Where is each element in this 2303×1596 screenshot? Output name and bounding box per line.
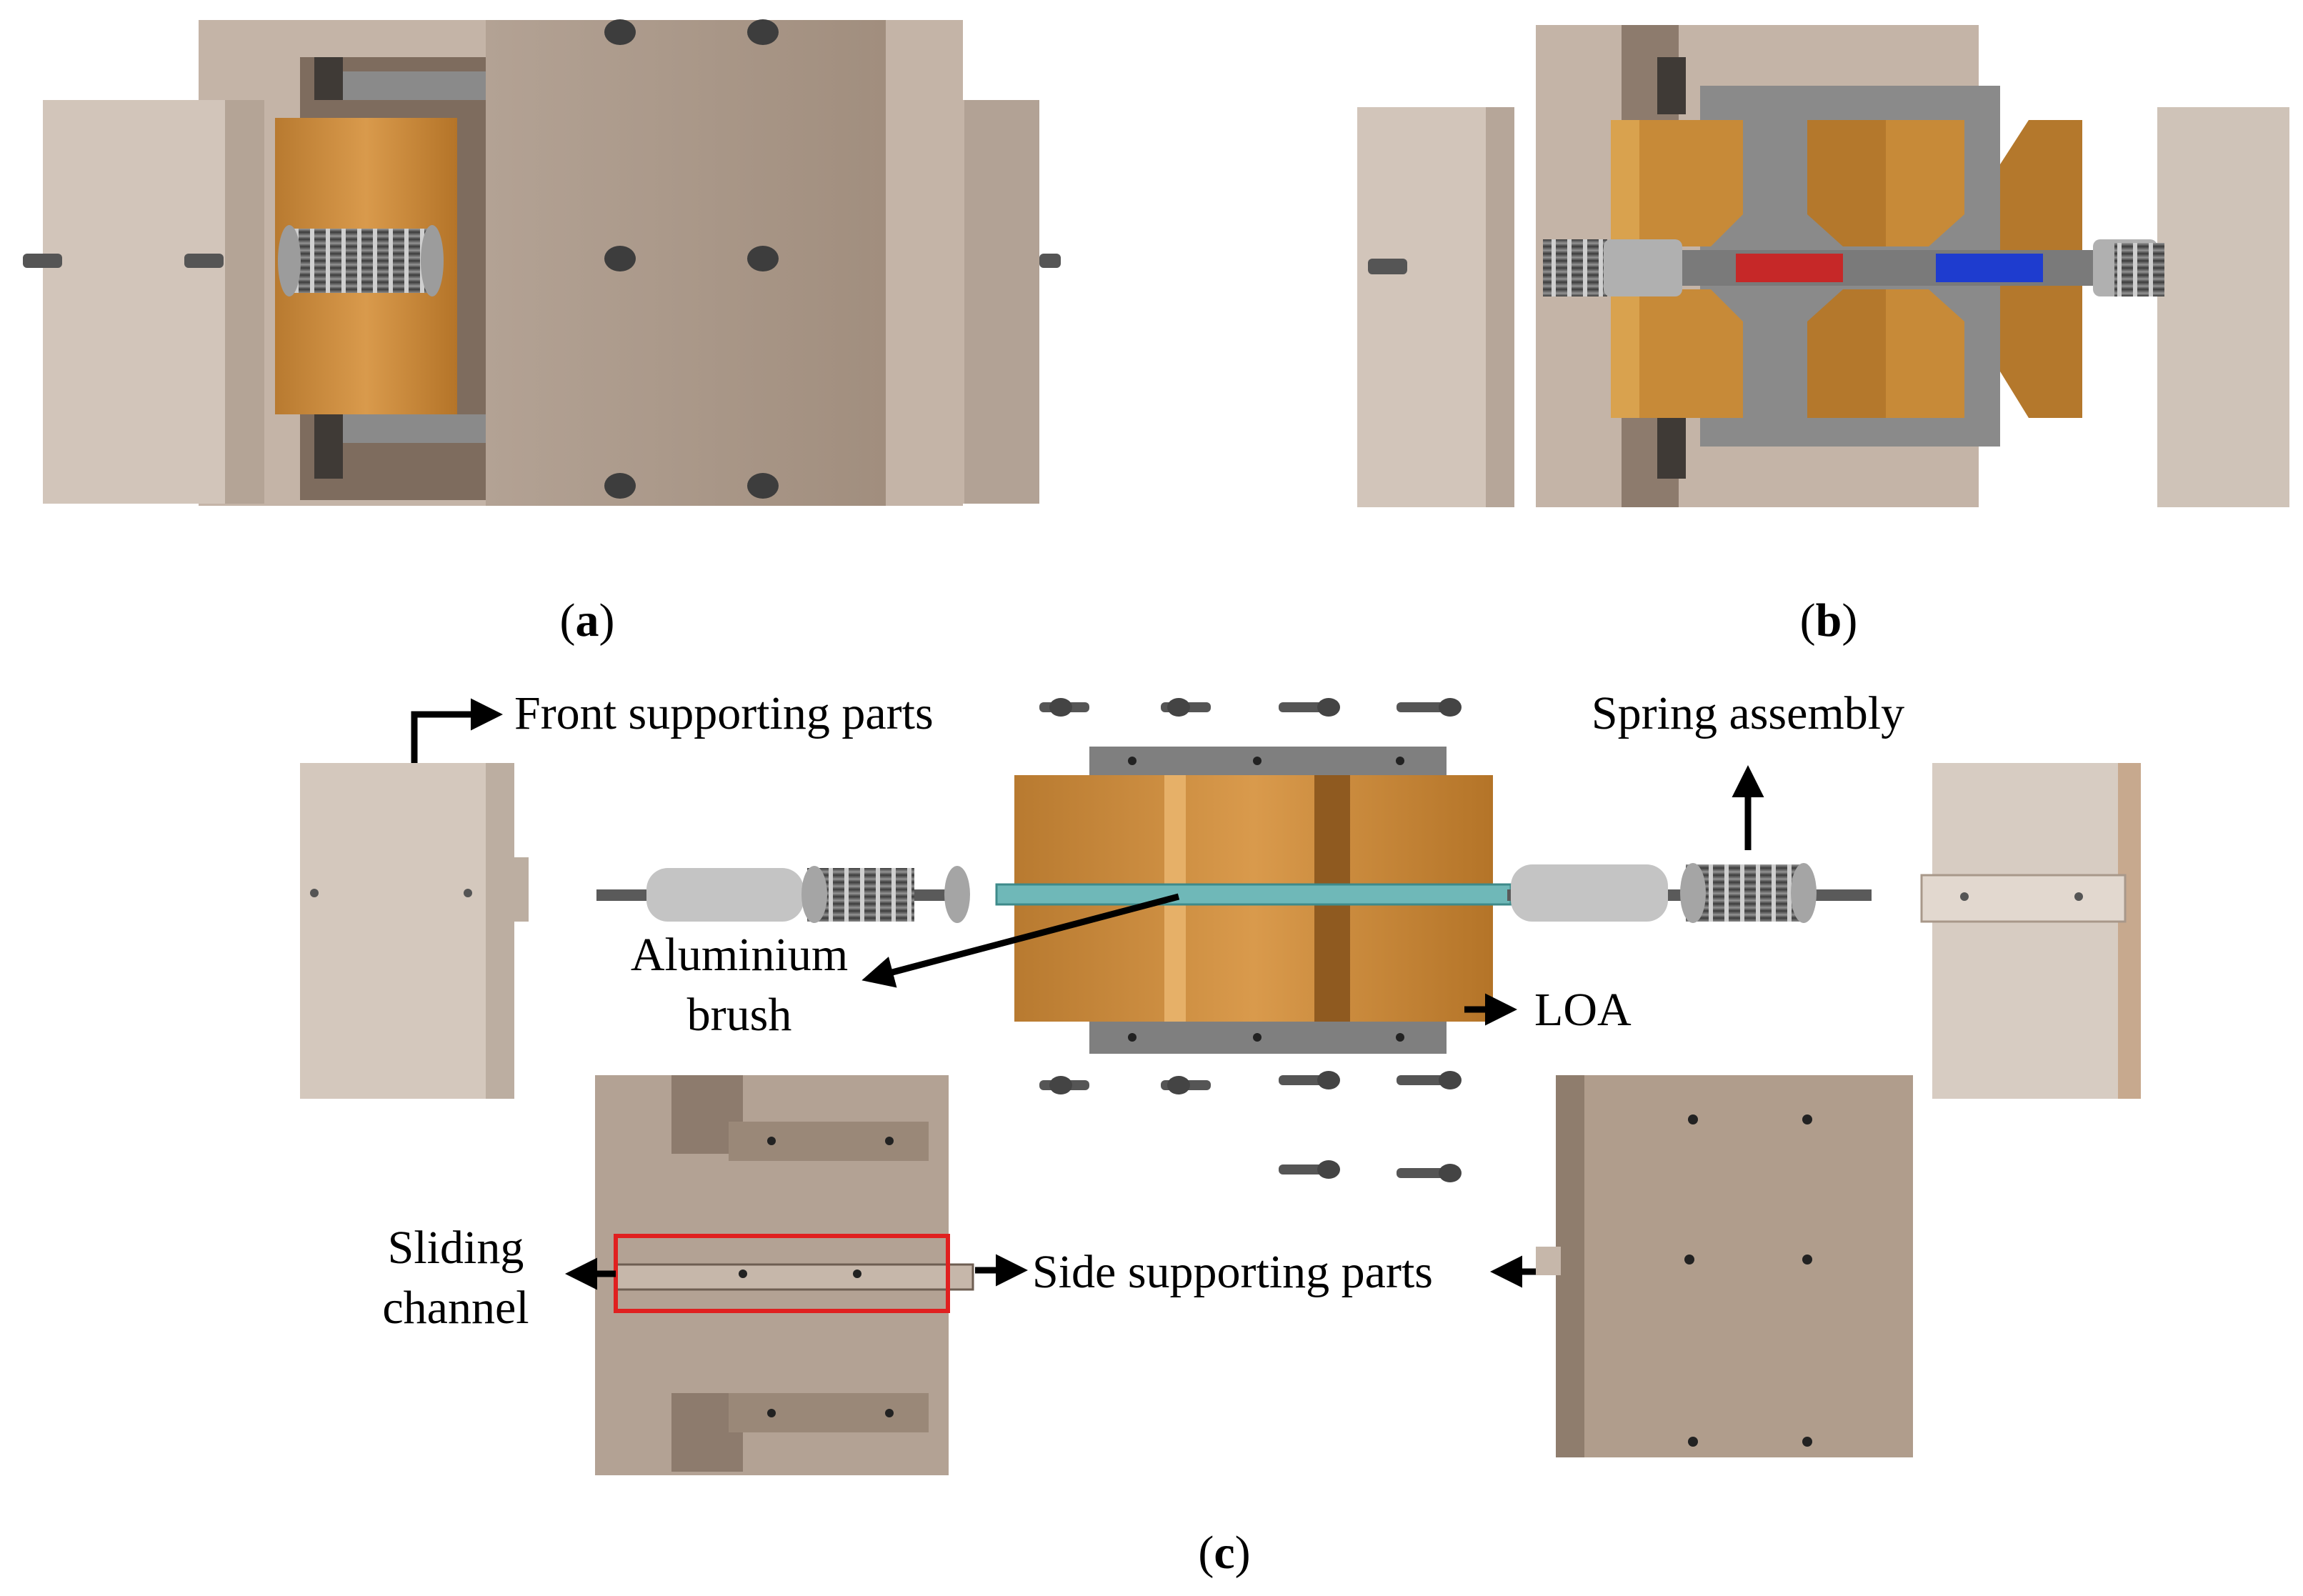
steel-tab-top <box>343 71 486 100</box>
screw-hole <box>1960 892 1969 901</box>
screw-hole <box>310 889 319 897</box>
loose-bolts <box>1039 698 1462 1182</box>
loa-steel-bottom <box>1089 1022 1447 1054</box>
front-supporting-plate-edge <box>486 763 514 1099</box>
slot-dark-top <box>1657 57 1686 114</box>
copper-coil-segments <box>1611 120 2082 418</box>
magnet-blue <box>1936 254 2043 282</box>
screw-hole <box>2074 892 2083 901</box>
arrow-front-supporting <box>411 698 503 763</box>
screw-holes <box>1684 1114 1812 1447</box>
slot-dark-top <box>314 57 343 100</box>
side-supporting-plate-right <box>1556 1075 1913 1457</box>
panel-b <box>1357 25 2289 507</box>
spring-holder-left <box>646 868 804 922</box>
front-plate-left-edge <box>1486 107 1514 507</box>
screw-holes <box>739 1137 894 1417</box>
front-supporting-plate <box>300 763 486 1099</box>
front-supporting-plate-right <box>1932 763 2125 1099</box>
shaft-end <box>1368 259 1407 274</box>
plate-tab <box>1536 1247 1561 1275</box>
side-plate-right-edge <box>964 100 1039 504</box>
spring-left <box>286 229 436 293</box>
bolt-heads <box>604 19 779 499</box>
spring-washer <box>1791 863 1817 923</box>
panel-c: Front supporting parts Spring assembly A… <box>300 687 2141 1475</box>
spring-washer <box>1680 863 1706 923</box>
front-plate-rail <box>1920 874 2127 923</box>
side-plate-right <box>2157 107 2289 507</box>
label-front-supporting-parts: Front supporting parts <box>514 687 934 739</box>
caption-b: (b) <box>1800 594 1858 647</box>
loa-steel-top <box>1089 747 1447 779</box>
spring-washer <box>421 225 444 296</box>
slot-dark-bottom <box>1657 414 1686 479</box>
plate-step <box>729 1122 929 1161</box>
steel-tab-bottom <box>343 414 486 443</box>
panel-a <box>23 19 1061 506</box>
shaft-end-left <box>23 254 62 268</box>
spring-holder-left <box>1604 239 1682 296</box>
label-sliding-channel-line1: Sliding <box>388 1222 524 1274</box>
spring-left <box>1543 239 1607 296</box>
spring-holder-right <box>1511 864 1668 922</box>
shaft-end-right <box>1039 254 1061 268</box>
front-plate-left <box>1357 107 1486 507</box>
label-sliding-channel-line2: channel <box>382 1282 529 1334</box>
front-plate-left <box>43 100 225 504</box>
front-plate-left-edge <box>225 100 264 504</box>
loa-holes <box>1128 757 1404 1042</box>
front-supporting-tab <box>514 857 529 922</box>
caption-a: (a) <box>560 594 615 647</box>
callout-arrows <box>411 698 1764 1290</box>
plate-edge <box>2118 763 2141 1099</box>
label-side-supporting-parts: Side supporting parts <box>1032 1246 1433 1298</box>
slot-dark-bottom <box>314 414 343 479</box>
shaft-end-mid <box>184 254 224 268</box>
label-spring-assembly: Spring assembly <box>1592 687 1904 739</box>
screw-hole <box>464 889 472 897</box>
caption-c: (c) <box>1198 1527 1250 1579</box>
spring-washer <box>944 866 970 923</box>
spring-washer <box>801 866 827 923</box>
spring-right <box>2114 243 2164 296</box>
center-cover-plate <box>486 20 886 506</box>
magnet-red <box>1736 254 1843 282</box>
plate-step <box>729 1393 929 1432</box>
label-aluminium-brush-line1: Aluminium <box>631 929 848 981</box>
spring-washer <box>278 225 301 296</box>
aluminium-brush <box>995 883 1512 906</box>
label-aluminium-brush-line2: brush <box>687 989 792 1041</box>
sliding-channel-rail <box>614 1263 974 1291</box>
label-loa: LOA <box>1534 984 1632 1036</box>
arrow-aluminium-brush <box>861 893 1180 988</box>
